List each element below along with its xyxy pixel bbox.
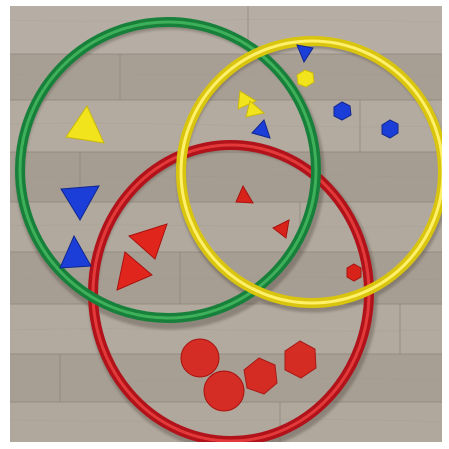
red-hexagon-small: [347, 264, 361, 281]
red-circle-b: [204, 371, 244, 411]
red-circle-a: [181, 339, 219, 377]
